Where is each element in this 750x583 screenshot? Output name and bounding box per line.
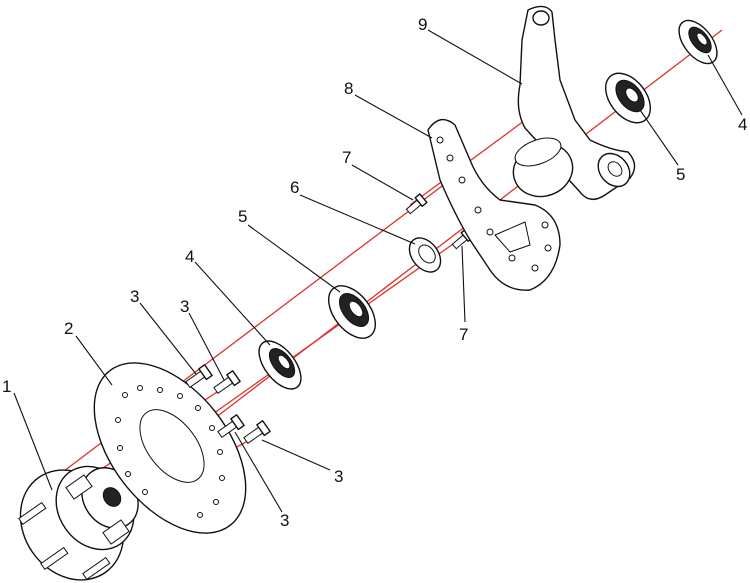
leader-lines (13, 29, 743, 513)
knuckle-spindle-bore (514, 137, 562, 167)
callout-3: 3 (334, 467, 343, 486)
bearing-part-5-front (328, 285, 376, 339)
bracket-hole (544, 244, 552, 252)
bracket-hole (531, 264, 539, 272)
disc-vent-hole (142, 489, 148, 495)
bolt (217, 414, 245, 439)
leader-3c (234, 431, 283, 513)
bolt (213, 370, 241, 395)
knuckle-arm-bore (607, 161, 623, 177)
leader-3a (139, 302, 197, 375)
callout-labels: 1 2 3 3 3 3 4 4 5 5 6 7 7 8 9 (2, 15, 747, 530)
bracket-hole (474, 206, 482, 214)
bracket-hole (436, 136, 444, 144)
disc-vent-hole (219, 475, 225, 481)
disc-vent-hole (157, 387, 163, 393)
brake-disc-part-2 (93, 362, 247, 534)
leader-3d (261, 439, 331, 471)
leader-9 (427, 29, 523, 85)
caliper-bolt-part-7-upper (405, 193, 428, 215)
disc-vent-hole (122, 392, 128, 398)
bracket-hole (541, 221, 549, 229)
bolt (185, 364, 213, 389)
bracket-cutout (494, 221, 531, 253)
leader-2 (75, 335, 113, 386)
wheel-stud (82, 556, 111, 581)
disc-vent-hole (125, 471, 131, 477)
steering-knuckle-part-9 (512, 5, 636, 200)
disc-vent-hole (213, 499, 219, 505)
disc-vent-hole (115, 417, 121, 423)
disc-vent-hole (209, 425, 215, 431)
leader-6 (299, 194, 416, 245)
caliper-bracket-part-8 (427, 118, 561, 291)
callout-1: 1 (2, 377, 11, 396)
bracket-hole (508, 254, 516, 262)
disc-vent-hole (137, 385, 143, 391)
brake-disc-center-hole (139, 409, 205, 483)
leader-7a (351, 164, 414, 201)
callout-4: 4 (738, 115, 747, 134)
wheel-stud (18, 501, 47, 526)
spacer-part-6 (408, 237, 442, 273)
callout-3: 3 (130, 287, 139, 306)
callout-5: 5 (676, 165, 685, 184)
bearing-bore (277, 354, 291, 370)
spacer-bore (418, 244, 436, 264)
disc-bolts-part-3 (185, 364, 271, 445)
wheel-stud (40, 546, 69, 571)
hub-lug (65, 474, 93, 500)
disc-vent-hole (177, 393, 183, 399)
callout-7: 7 (342, 148, 351, 167)
bearing-part-5-rear (604, 72, 652, 124)
hub-lug (102, 519, 130, 545)
bracket-hole (458, 176, 466, 184)
leader-4a (194, 261, 271, 346)
hub-center-bore (102, 487, 122, 507)
bracket-hole (486, 228, 494, 236)
knuckle-top-eye (532, 10, 550, 26)
leader-7b (461, 245, 466, 323)
bolt (243, 420, 271, 445)
callout-3: 3 (180, 297, 189, 316)
caliper-bracket-plate (427, 118, 561, 291)
leader-3b (188, 312, 225, 381)
callout-3: 3 (280, 511, 289, 530)
leader-8 (354, 94, 433, 139)
disc-vent-hole (117, 445, 123, 451)
leader-1 (13, 392, 53, 491)
bearing-bore (696, 32, 708, 46)
callout-2: 2 (64, 319, 73, 338)
leader-4b (707, 54, 743, 116)
callout-5: 5 (238, 207, 247, 226)
bearing-part-4-front (258, 340, 302, 390)
bearing-part-4-rear (678, 19, 718, 65)
disc-vent-hole (197, 512, 203, 518)
callout-6: 6 (290, 178, 299, 197)
bearing-bore (348, 300, 364, 318)
callout-8: 8 (344, 79, 353, 98)
callout-7: 7 (459, 325, 468, 344)
callout-9: 9 (418, 15, 427, 34)
bearing-bore (625, 87, 639, 103)
callout-4: 4 (185, 247, 194, 266)
bracket-hole (446, 154, 454, 162)
disc-vent-hole (217, 449, 223, 455)
leader-5b (639, 109, 679, 166)
disc-vent-hole (195, 405, 201, 411)
leader-5a (247, 224, 341, 293)
